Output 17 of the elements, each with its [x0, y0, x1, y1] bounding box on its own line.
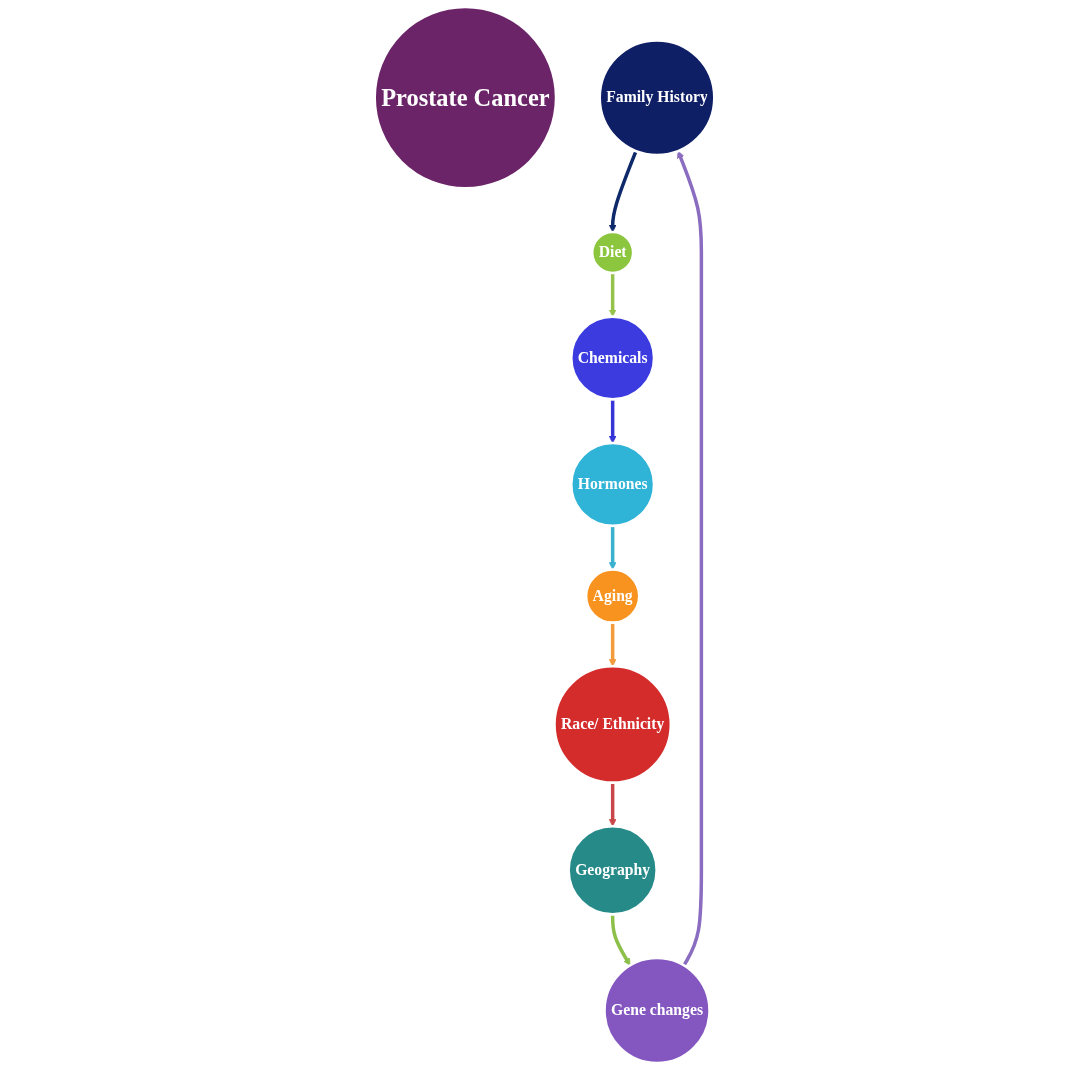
- node-circle: Geography: [567, 824, 658, 916]
- arrow: [608, 525, 617, 570]
- node-circle: Aging: [584, 568, 641, 624]
- node-circle: Hormones: [569, 441, 656, 528]
- node-circle: Gene changes: [603, 956, 711, 1065]
- arrow: [608, 399, 617, 444]
- node-circle: Chemicals: [569, 315, 656, 401]
- arrow: [608, 273, 617, 317]
- arrow: [608, 782, 617, 827]
- arrow: [608, 622, 617, 667]
- node-circle: Prostate Cancer: [373, 5, 558, 190]
- node-circle: Family History: [598, 39, 716, 157]
- node-circle: Race/ Ethnicity: [553, 664, 673, 784]
- arrow: [608, 150, 638, 233]
- node-circle: Diet: [590, 230, 635, 275]
- arrow: [610, 914, 631, 966]
- arrow: [677, 150, 704, 967]
